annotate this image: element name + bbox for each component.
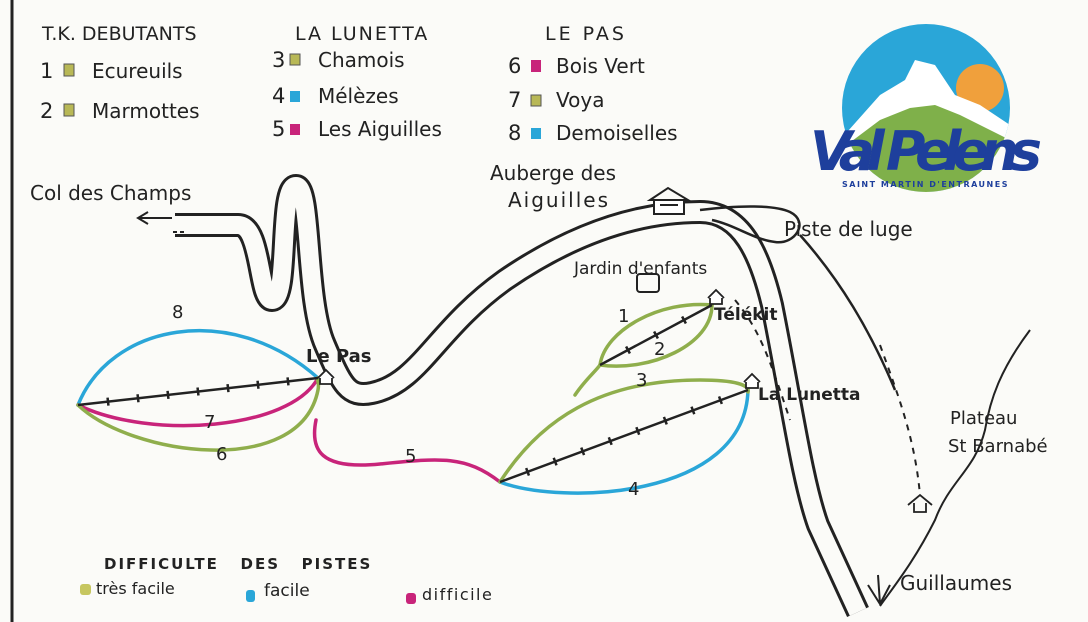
val-pelens-logo: Val Pelens SAINT MARTIN D'ENTRAUNES [810, 24, 1042, 192]
legend-swatch [289, 53, 301, 66]
piste-5 [312, 418, 502, 484]
road [136, 173, 897, 618]
arrow-guillaumes [867, 574, 891, 606]
lift-pylon [286, 377, 290, 386]
legend-num: 3 [272, 48, 285, 72]
label-telekit: Télékit [714, 305, 777, 325]
lift-pylon [256, 380, 260, 389]
legend-item-name: Les Aiguilles [318, 117, 442, 141]
label-auberge: Auberge des [490, 161, 616, 185]
footpath [879, 344, 921, 496]
auberge-icon [646, 186, 692, 215]
lift-pylon [625, 345, 631, 355]
piste-2 [598, 303, 714, 368]
label-la-lunetta: La Lunetta [758, 385, 861, 405]
lift-station-icon [317, 368, 335, 385]
legend-swatch [531, 128, 541, 139]
logo-subtitle: SAINT MARTIN D'ENTRAUNES [842, 180, 1009, 189]
legend-swatch [63, 63, 75, 77]
piste-6 [76, 376, 321, 452]
legend-item-name: Marmottes [92, 99, 200, 123]
legend-swatch [80, 584, 91, 595]
lift-pylon [662, 416, 668, 425]
label-auberge: Aiguilles [508, 188, 610, 212]
lift-pylon [226, 384, 230, 393]
legend-num: 5 [272, 117, 285, 141]
legend-num: 4 [272, 84, 285, 108]
difficulty-label: facile [264, 581, 310, 601]
legend-num: 6 [508, 54, 521, 78]
label-plateau: Plateau [950, 408, 1017, 429]
legend-tk-debutants: T.K. DEBUTANTS 1 Ecureuils 2 Marmottes [40, 23, 200, 123]
legend-num: 8 [508, 121, 521, 145]
lift-pylon [166, 390, 170, 399]
piste-3 [498, 378, 750, 484]
label-piste-de-luge: Piste de luge [784, 217, 913, 241]
legend-swatch [290, 91, 300, 102]
legend-swatch [406, 593, 416, 604]
piste-number: 1 [618, 306, 629, 327]
lift-pylon [524, 467, 531, 476]
piste-number: 5 [405, 446, 416, 467]
legend-group-title: T.K. DEBUTANTS [41, 23, 197, 45]
legend-swatch [246, 590, 255, 602]
jardin-icon [636, 273, 660, 293]
piste-4 [498, 388, 750, 495]
lift-pylon [717, 396, 724, 405]
legend-item-name: Bois Vert [556, 54, 645, 78]
legend-num: 7 [508, 88, 521, 112]
lift-pylon [580, 447, 586, 456]
legend-group-title: LE PAS [545, 23, 627, 45]
footpath [734, 299, 791, 421]
lift-station-icon [707, 288, 725, 305]
plateau-boundary [879, 329, 1031, 607]
lift-pylon [635, 426, 641, 436]
piste-number: 8 [172, 302, 183, 323]
label-col-des-champs: Col des Champs [30, 181, 191, 205]
piste-7 [76, 376, 320, 428]
lift-pylon [106, 397, 110, 406]
lift-la-lunetta [499, 388, 749, 484]
difficulty-legend: DIFFICULTE DES PISTES très facile facile… [80, 555, 493, 604]
label-le-pas: Le Pas [306, 346, 372, 367]
piste-8 [76, 328, 320, 407]
lift-pylon [653, 330, 659, 340]
lift-pylon [136, 394, 140, 403]
lift-pylon [552, 457, 558, 466]
legend-item-name: Ecureuils [92, 59, 183, 83]
legend-group-title: LA LUNETTA [295, 23, 429, 45]
legend-item-name: Chamois [318, 48, 405, 72]
lift-pylon [607, 436, 613, 446]
label-plateau: St Barnabé [948, 436, 1048, 457]
lift-pylon [690, 406, 696, 415]
lift-pylon [681, 315, 687, 325]
lift-station-icon [743, 372, 761, 389]
legend-num: 2 [40, 99, 53, 123]
legend-item-name: Demoiselles [556, 121, 678, 145]
chapel-icon [907, 493, 933, 513]
label-guillaumes: Guillaumes [900, 571, 1012, 595]
piste-number: 2 [654, 339, 665, 360]
legend-num: 1 [40, 59, 53, 83]
difficulty-label: difficile [422, 585, 493, 604]
legend-le-pas: LE PAS 6 Bois Vert 7 Voya 8 Demoiselles [508, 23, 678, 145]
legend-item-name: Mélèzes [318, 84, 399, 108]
legend-swatch [531, 60, 541, 72]
piste-number: 4 [628, 479, 639, 500]
legend-item-name: Voya [556, 88, 604, 112]
legend-la-lunetta: LA LUNETTA 3 Chamois 4 Mélèzes 5 Les Aig… [272, 23, 442, 141]
difficulty-legend-title: DIFFICULTE DES PISTES [104, 555, 372, 573]
piste-number: 7 [204, 412, 215, 433]
difficulty-label: très facile [96, 579, 175, 598]
logo-wordmark: Val Pelens [810, 120, 1042, 183]
legend-swatch [290, 124, 300, 135]
legend-swatch [63, 103, 75, 117]
label-jardin-enfants: Jardin d'enfants [573, 259, 707, 279]
piste-number: 3 [636, 370, 647, 391]
piste-number: 6 [216, 444, 227, 465]
piste-1 [598, 302, 714, 367]
legend-swatch [530, 94, 542, 107]
lift-pylon [196, 387, 200, 396]
